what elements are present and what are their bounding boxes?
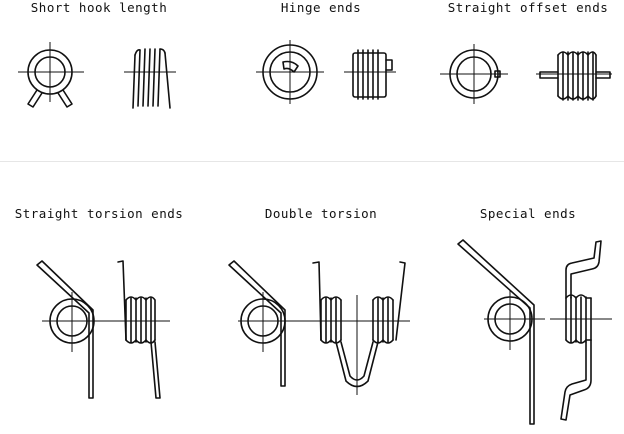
label-short-hook-length: Short hook length	[30, 0, 168, 15]
label-special-ends: Special ends	[479, 206, 577, 221]
label-double-torsion: Double torsion	[264, 206, 378, 221]
straight-torsion-side-view	[108, 260, 170, 399]
label-straight-torsion-ends: Straight torsion ends	[14, 206, 184, 221]
hinge-side-view	[344, 49, 396, 100]
offset-side-view	[536, 51, 612, 101]
label-hinge-ends: Hinge ends	[280, 0, 362, 15]
special-end-view	[457, 239, 545, 425]
double-torsion-end-view	[228, 260, 300, 387]
double-torsion-side-view	[300, 261, 410, 395]
row-divider	[0, 161, 624, 162]
offset-end-view	[440, 44, 508, 104]
label-straight-offset-ends: Straight offset ends	[447, 0, 609, 15]
short-hook-side-view	[124, 48, 176, 109]
hinge-end-view	[256, 40, 324, 104]
straight-torsion-end-view	[36, 260, 108, 399]
special-side-view	[550, 240, 612, 421]
short-hook-end-view	[18, 42, 84, 108]
